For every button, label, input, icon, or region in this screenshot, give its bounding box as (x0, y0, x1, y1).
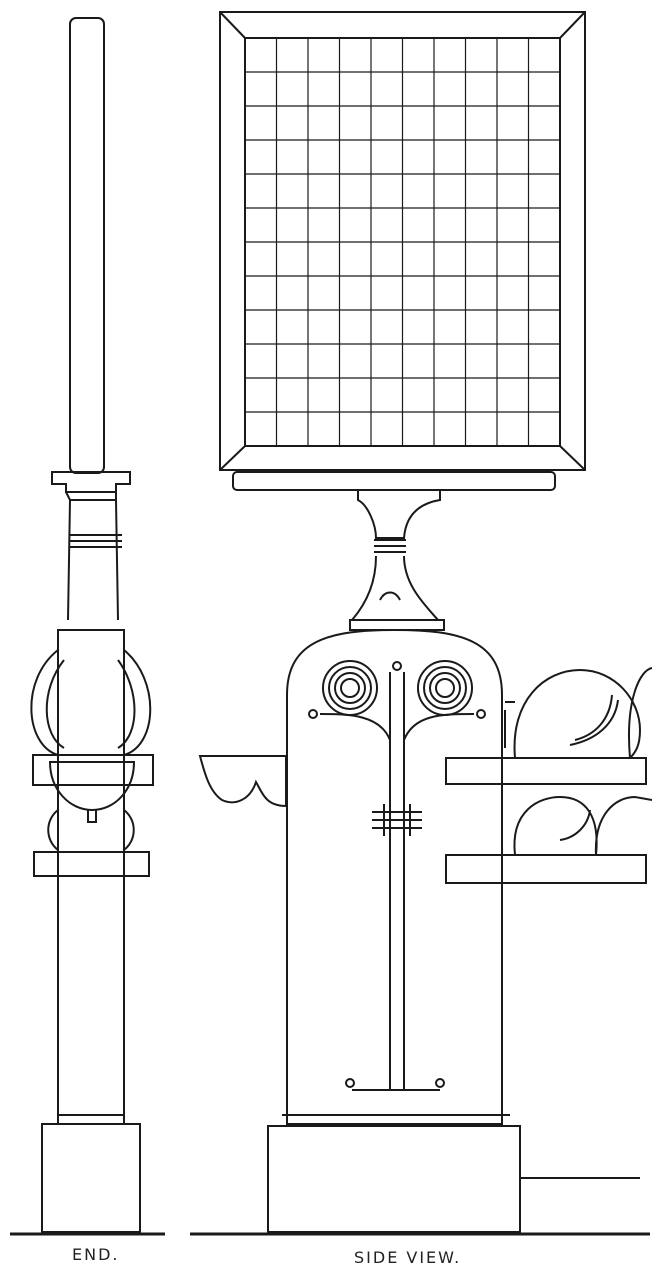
side-frame-outer (219, 11, 586, 471)
ball-upper (513, 668, 642, 759)
end-plinth (41, 1123, 141, 1233)
side-cup (198, 755, 287, 808)
side-grid (245, 38, 560, 446)
ball-lower (513, 795, 598, 856)
end-crossbar-upper (32, 754, 154, 786)
side-body (286, 628, 503, 1125)
ring-left (322, 660, 378, 716)
end-crossbar-lower (33, 851, 150, 877)
end-view (10, 17, 165, 1236)
end-cup (48, 761, 136, 812)
end-post-top (69, 17, 105, 474)
end-wheel (30, 649, 59, 756)
side-view-label: SIDE VIEW. (354, 1248, 462, 1267)
end-view-label: END. (72, 1245, 120, 1264)
side-body-cap (349, 619, 445, 631)
side-neck (357, 489, 441, 539)
side-plinth (267, 1125, 521, 1233)
side-view (190, 11, 652, 1236)
end-collar (51, 471, 131, 493)
side-shelf-upper (445, 757, 647, 785)
side-shelf-lower (445, 854, 647, 884)
ring-right (417, 660, 473, 716)
side-frame-base (232, 471, 556, 491)
end-neck (67, 499, 119, 621)
